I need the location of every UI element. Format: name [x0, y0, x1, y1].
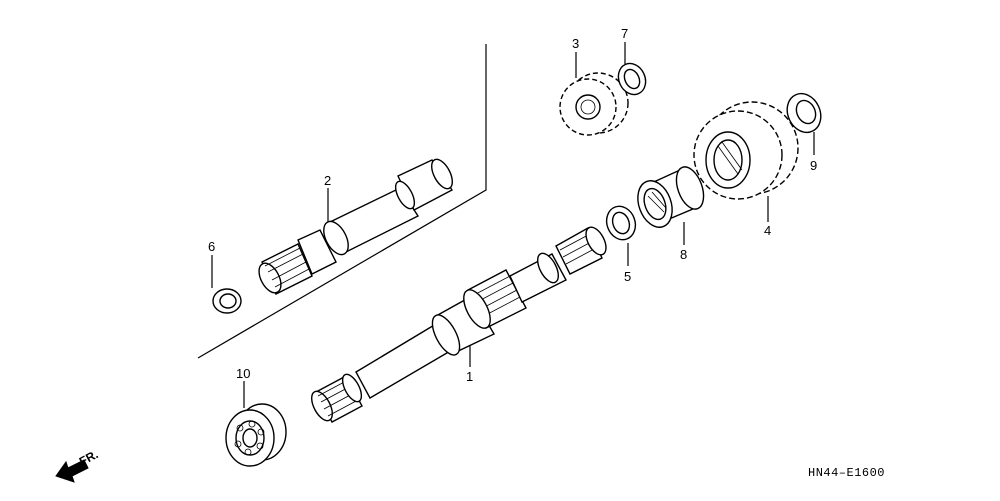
- part-1-main-shaft[interactable]: [307, 224, 610, 424]
- part-6-washer[interactable]: [212, 288, 242, 314]
- callout-1: 1: [466, 369, 473, 384]
- part-5-washer[interactable]: [602, 202, 640, 244]
- part-4-large-gear[interactable]: [693, 101, 799, 200]
- callout-9: 9: [810, 158, 817, 173]
- arrow-icon: [55, 459, 89, 483]
- callout-10: 10: [236, 366, 250, 381]
- callout-2: 2: [324, 173, 331, 188]
- part-2-shaft[interactable]: [255, 156, 457, 296]
- part-9-washer[interactable]: [781, 88, 827, 138]
- callout-5: 5: [624, 269, 631, 284]
- callout-6: 6: [208, 239, 215, 254]
- inset-divider: [197, 44, 487, 359]
- part-10-bearing[interactable]: [225, 403, 287, 467]
- callout-7: 7: [621, 26, 628, 41]
- callout-3: 3: [572, 36, 579, 51]
- front-direction-arrow: FR.: [55, 447, 100, 483]
- callout-8: 8: [680, 247, 687, 262]
- part-7-washer[interactable]: [613, 59, 650, 99]
- part-3-small-gear[interactable]: [559, 72, 629, 136]
- diagram-code: HN44–E1600: [808, 466, 885, 480]
- callout-4: 4: [764, 223, 771, 238]
- part-8-needle-bearing[interactable]: [632, 163, 709, 232]
- leader-lines: [211, 42, 815, 408]
